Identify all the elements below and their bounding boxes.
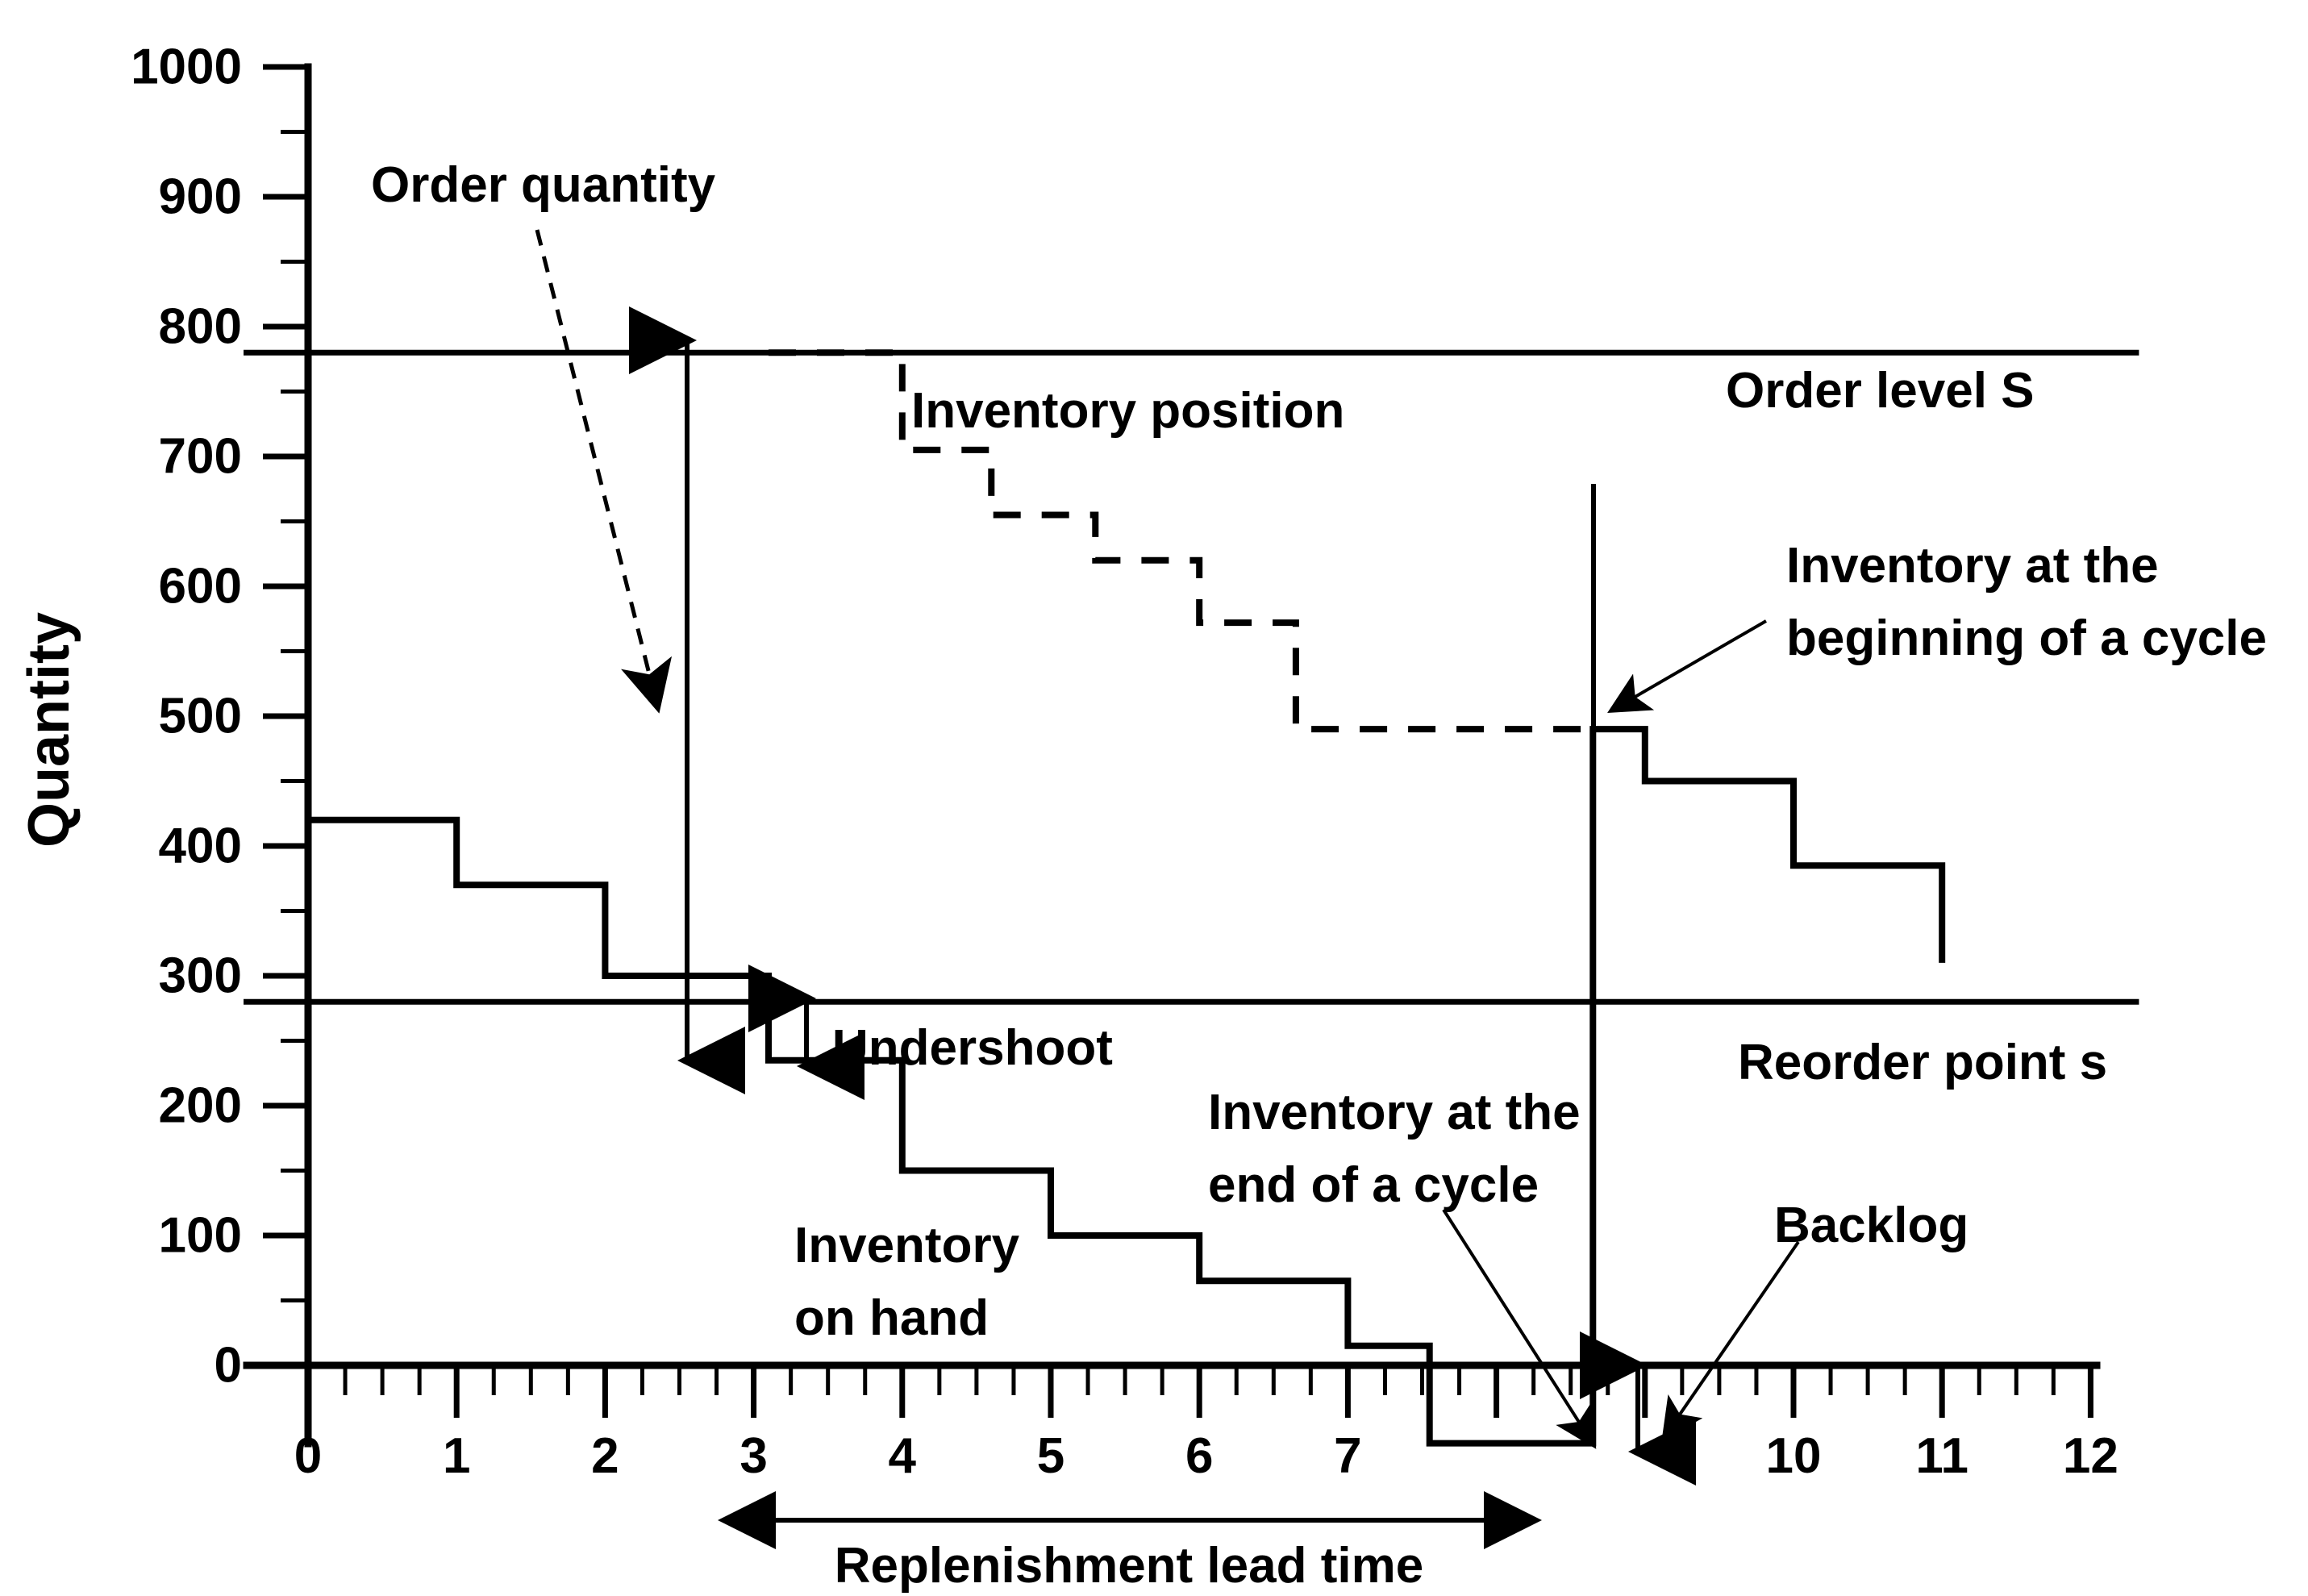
y-tick-label: 1000 xyxy=(131,39,242,94)
reference-line-group xyxy=(244,349,2139,1005)
inventory-end-leader-line xyxy=(1442,1208,1597,1449)
y-tick-label: 700 xyxy=(159,428,242,484)
y-tick-label: 800 xyxy=(159,298,242,354)
y-tick-label: 0 xyxy=(215,1337,242,1393)
order-level-label: Order level S xyxy=(1726,363,2035,419)
x-tick-label: 2 xyxy=(591,1428,619,1484)
series-inventory-position xyxy=(769,349,1594,733)
undershoot-label: Undershoot xyxy=(832,1020,1113,1076)
backlog-label: Backlog xyxy=(1774,1198,1968,1253)
x-tick-label: 11 xyxy=(1915,1428,1968,1484)
y-tick-label: 900 xyxy=(159,169,242,224)
y-tick-label: 200 xyxy=(159,1077,242,1133)
order-quantity-leader-line xyxy=(535,229,673,714)
x-tick-label: 6 xyxy=(1185,1428,1213,1484)
inventory-beginning-cycle-label-line1: Inventory at the xyxy=(1786,538,2159,594)
x-tick-label: 0 xyxy=(294,1428,322,1484)
y-tick-group xyxy=(263,64,308,1369)
x-tick-label: 3 xyxy=(739,1428,767,1484)
x-tick-label: 12 xyxy=(2063,1428,2118,1484)
inventory-beginning-cycle-label-line2: beginning of a cycle xyxy=(1786,610,2267,666)
y-tick-label: 400 xyxy=(159,818,242,873)
series-group xyxy=(308,349,1946,1447)
replenishment-lead-time-label: Replenishment lead time xyxy=(835,1538,1423,1594)
order-quantity-label: Order quantity xyxy=(371,157,716,213)
y-tick-label: 600 xyxy=(159,558,242,614)
x-tick-label: 1 xyxy=(443,1428,470,1484)
inventory-on-hand-label-line1: Inventory xyxy=(794,1218,1020,1273)
y-tick-label: 300 xyxy=(159,948,242,1003)
y-axis-title: Quantity xyxy=(17,612,81,848)
x-tick-label: 4 xyxy=(889,1428,917,1484)
inventory-end-cycle-label-line1: Inventory at the xyxy=(1208,1085,1581,1140)
backlog-leader-line xyxy=(1661,1240,1800,1441)
y-tick-label: 100 xyxy=(159,1207,242,1263)
x-tick-group xyxy=(305,1365,2093,1418)
x-tick-label: 7 xyxy=(1334,1428,1361,1484)
inventory-end-cycle-label-line2: end of a cycle xyxy=(1208,1157,1539,1213)
axes-group xyxy=(243,63,2101,1448)
series-inventory-on-hand xyxy=(308,726,1946,1447)
inventory-position-label: Inventory position xyxy=(911,383,1344,439)
inventory-beginning-leader-line xyxy=(1607,619,1768,714)
x-tick-label: 10 xyxy=(1766,1428,1822,1484)
y-tick-label: 500 xyxy=(159,688,242,744)
x-tick-label: 5 xyxy=(1037,1428,1064,1484)
reorder-point-label: Reorder point s xyxy=(1738,1035,2107,1090)
y-tick-label-group: 0 100 200 300 400 500 600 700 800 900 1000 xyxy=(131,39,242,1393)
inventory-on-hand-label-line2: on hand xyxy=(794,1290,989,1346)
